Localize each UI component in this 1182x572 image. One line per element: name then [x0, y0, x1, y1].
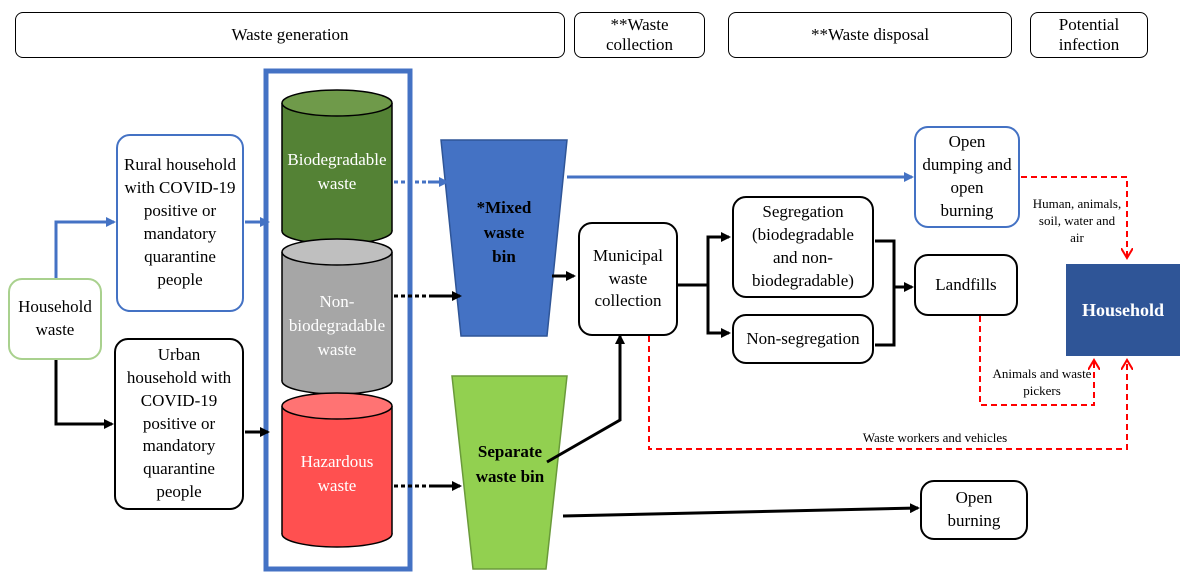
waste-types-container [263, 68, 413, 572]
household-target-label: Household [1081, 299, 1165, 320]
landfills-label: Landfills [935, 274, 997, 294]
hazardous-cylinder [281, 392, 393, 548]
open-dumping-label: Open dumping and open burning [922, 132, 1012, 220]
hazardous-label: Hazardous waste [300, 452, 374, 495]
household-waste-label: Household waste [18, 297, 92, 339]
animals-pickers-label: Animals and waste pickers [992, 366, 1092, 398]
open-dumping-box: Open dumping and open burning [914, 126, 1020, 228]
segregation-box: Segregation (biodegradable and non-biode… [732, 196, 874, 298]
header-waste-disposal: **Waste disposal [728, 12, 1012, 58]
non-segregation-box: Non-segregation [732, 314, 874, 364]
biodegradable-label: Biodegradable waste [287, 150, 387, 193]
open-burning-label: Open burning [947, 488, 1001, 530]
open-burning-box: Open burning [920, 480, 1028, 540]
landfills-box: Landfills [914, 254, 1018, 316]
urban-household-box: Urban household with COVID-19 positive o… [114, 338, 244, 510]
municipal-collection-label: Municipal waste collection [593, 245, 663, 311]
segregation-label: Segregation (biodegradable and non-biode… [752, 202, 854, 290]
non-biodegradable-label: Non-biodegradable waste [288, 292, 386, 359]
urban-household-label: Urban household with COVID-19 positive o… [126, 344, 232, 502]
non-segregation-label: Non-segregation [746, 328, 860, 348]
separate-waste-bin-label: Separate waste bin [475, 442, 545, 486]
header-waste-generation: Waste generation [15, 12, 565, 58]
rural-household-box: Rural household with COVID-19 positive o… [116, 134, 244, 312]
mixed-waste-bin-shape [440, 139, 568, 337]
separate-waste-bin-shape [451, 375, 568, 570]
header-waste-generation-label: Waste generation [231, 25, 349, 45]
human-animals-label: Human, animals, soil, water and air [1032, 196, 1122, 245]
non-biodegradable-cylinder [281, 238, 393, 395]
header-potential-infection-label: Potential infection [1058, 15, 1120, 54]
header-potential-infection: Potential infection [1030, 12, 1148, 58]
household-waste-box: Household waste [8, 278, 102, 360]
mixed-waste-bin-label: *Mixed waste bin [476, 198, 532, 267]
workers-vehicles-label: Waste workers and vehicles [862, 430, 1008, 445]
header-waste-collection: **Waste collection [574, 12, 705, 58]
household-target-shape [1066, 264, 1180, 356]
rural-household-label: Rural household with COVID-19 positive o… [124, 155, 236, 289]
header-waste-disposal-label: **Waste disposal [810, 25, 930, 45]
biodegradable-cylinder [281, 89, 393, 245]
municipal-collection-box: Municipal waste collection [578, 222, 678, 336]
header-waste-collection-label: **Waste collection [605, 15, 674, 54]
